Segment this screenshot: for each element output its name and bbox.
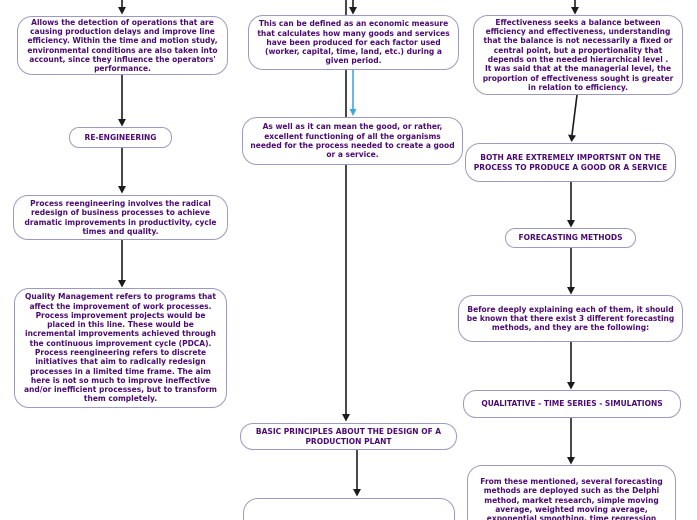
arrow-down-icon [118,148,126,194]
arrow-down-icon [567,418,575,465]
arrow-down-icon [567,182,575,228]
node-effectiveness-balance: Effectiveness seeks a balance between ef… [473,15,683,95]
arrow-down-icon [353,450,361,497]
arrow-down-icon [349,0,357,15]
arrow-down-icon [571,0,579,15]
node-process-reengineering: Process reengineering involves the radic… [13,195,228,240]
node-forecasting-methods-header: FORECASTING METHODS [505,228,636,248]
arrow-down-icon [118,75,126,127]
arrow-down-blue-icon [349,70,357,116]
node-plant-design-intro: One of the most basic principles that ar… [243,498,455,520]
node-organisms-functioning: As well as it can mean the good, or rath… [242,117,463,165]
arrow-down-icon [118,0,126,15]
node-plant-design-header: BASIC PRINCIPLES ABOUT THE DESIGN OF A P… [240,423,457,450]
node-forecasting-examples: From these mentioned, several forecastin… [467,465,676,520]
node-both-important-header: BOTH ARE EXTREMELY IMPORTSNT ON THE PROC… [465,143,676,182]
node-productivity-definition: This can be defined as an economic measu… [248,15,459,70]
node-quality-management: Quality Management refers to programs th… [14,288,227,408]
node-reengineering-header: RE-ENGINEERING [69,127,172,148]
arrow-down-icon [567,247,575,295]
arrow-down-icon [568,94,578,142]
arrow-down-icon [567,342,575,390]
node-forecasting-types-header: QUALITATIVE - TIME SERIES - SIMULATIONS [463,390,681,418]
arrow-down-icon [118,240,126,288]
node-forecasting-count: Before deeply explaining each of them, i… [458,295,683,342]
node-time-motion-study: Allows the detection of operations that … [17,16,228,75]
